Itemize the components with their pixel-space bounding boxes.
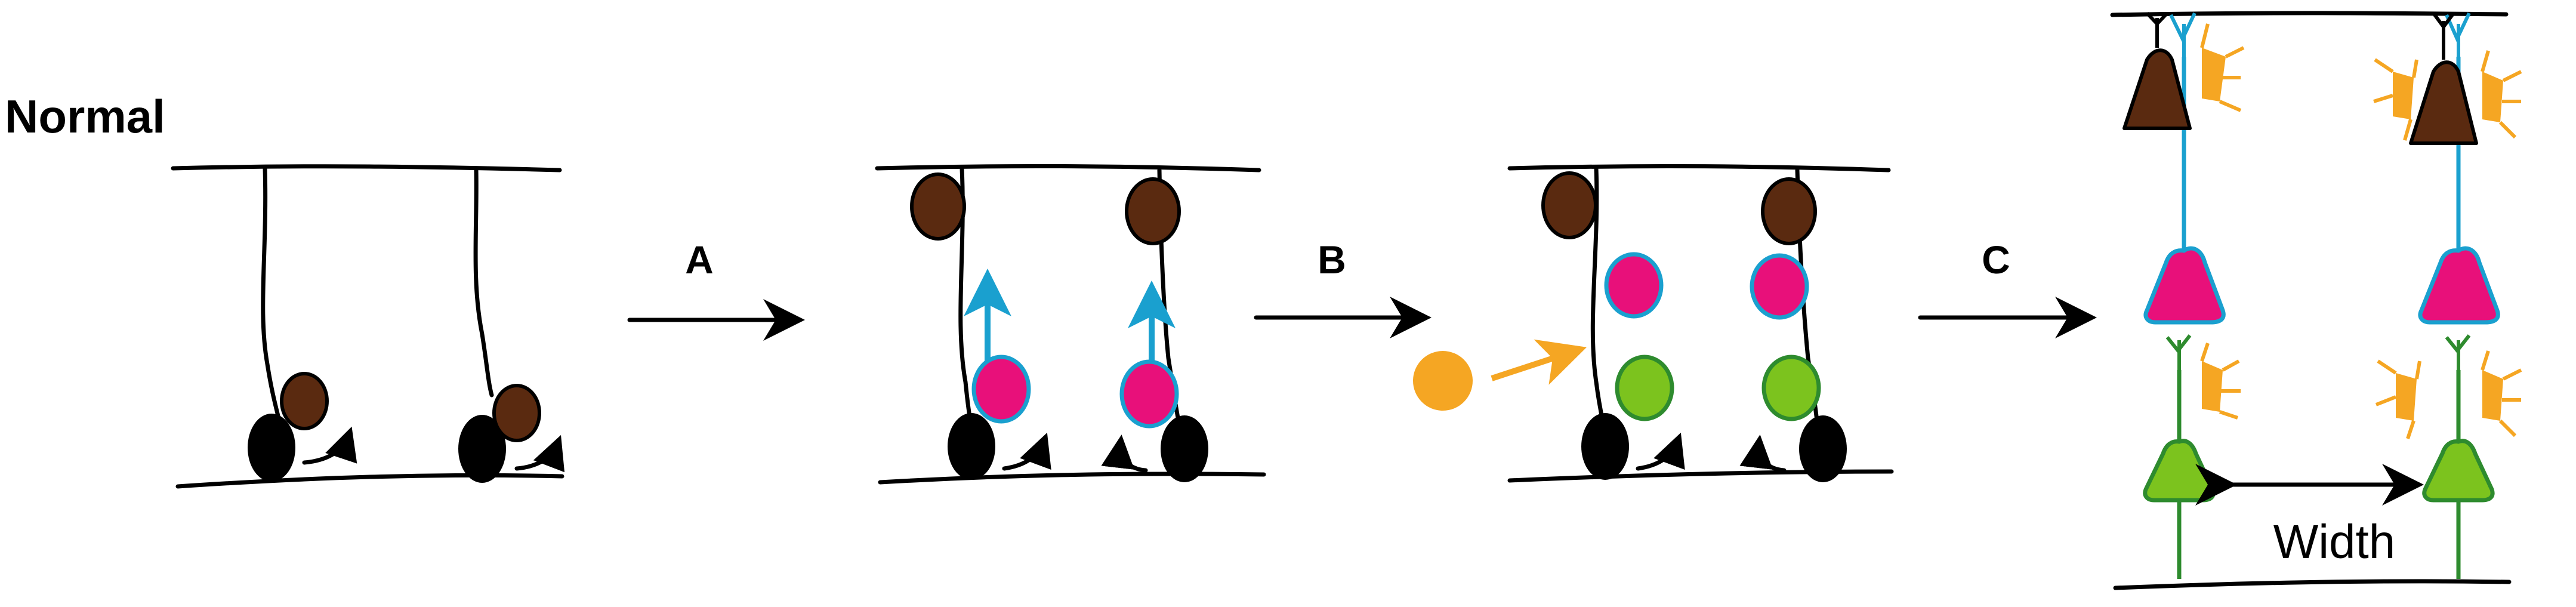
- panel-neurogenesis: [875, 164, 1266, 485]
- radial-glia-fiber: [1590, 166, 1606, 429]
- interneuron-cluster: [2373, 50, 2522, 141]
- interneuron: [2482, 370, 2503, 421]
- division-arrow-icon: [302, 426, 357, 465]
- interneuron-process: [2373, 58, 2418, 141]
- interneuron: [2202, 361, 2223, 412]
- radial-glia-cell: [948, 413, 995, 480]
- division-arrow-icon: [1002, 432, 1051, 471]
- step-label-a: A: [685, 238, 714, 282]
- step-label-b: B: [1318, 238, 1346, 282]
- interneuron: [2202, 48, 2226, 101]
- division-arrow-icon: [1739, 435, 1787, 473]
- lower-layer-neuron: [1761, 355, 1821, 421]
- division-arrow-icon: [1101, 435, 1148, 473]
- step-label-c: C: [1982, 238, 2010, 282]
- pial-surface: [171, 164, 562, 172]
- interneuron-migration-arrow-icon: [1491, 339, 1587, 385]
- transition-a: A: [627, 238, 805, 341]
- intermediate-progenitor-cell: [1125, 177, 1181, 245]
- intermediate-progenitor-cell: [1541, 171, 1597, 239]
- division-arrow-icon: [514, 435, 565, 473]
- upper-layer-neuron: [2143, 246, 2226, 325]
- width-label: Width: [2273, 515, 2396, 568]
- ventricular-surface: [175, 473, 564, 489]
- interneuron: [2393, 72, 2414, 119]
- transition-c: C: [1918, 238, 2097, 338]
- division-arrow-icon: [1636, 432, 1685, 471]
- interneuron: [2396, 373, 2417, 421]
- pyramidal-cell-brown: [2409, 60, 2478, 145]
- panel-interneuron-migration: [1413, 164, 1894, 483]
- lower-neuron-dendrite: [2165, 334, 2192, 370]
- radial-glia-cell: [1581, 413, 1629, 480]
- transition-b: B: [1254, 238, 1432, 338]
- intermediate-progenitor-cell: [280, 372, 329, 430]
- lower-layer-neuron: [1615, 355, 1674, 421]
- intermediate-progenitor-cell: [1761, 177, 1817, 245]
- interneuron-cluster: [2375, 350, 2522, 439]
- pial-surface: [2110, 11, 2509, 17]
- pial-surface: [1507, 164, 1891, 172]
- intermediate-progenitor-cell: [910, 172, 966, 241]
- lower-neuron-dendrite: [2445, 334, 2471, 370]
- radial-glia-cell: [248, 414, 295, 482]
- lower-layer-neuron: [2422, 439, 2495, 503]
- pyramidal-cell-dendrite: [2432, 12, 2455, 60]
- upper-neuron-dendrite: [2169, 12, 2196, 57]
- interneuron-process: [2200, 23, 2245, 112]
- radial-glia-fiber: [261, 166, 282, 423]
- panel-normal-initial: [171, 164, 565, 489]
- upper-layer-neuron: [1119, 359, 1179, 429]
- pyramidal-cell-dendrite: [2145, 11, 2169, 48]
- radial-glia-cell: [1161, 415, 1208, 482]
- ventricular-surface: [2113, 579, 2512, 590]
- interneuron-process: [2200, 343, 2241, 420]
- radial-glia-cell: [458, 415, 506, 483]
- interneuron-cluster: [2200, 23, 2245, 112]
- intermediate-progenitor-cell: [492, 384, 541, 442]
- upper-layer-neuron: [1750, 253, 1809, 320]
- figure-title: Normal: [5, 90, 165, 143]
- lower-layer-neuron: [2143, 439, 2216, 503]
- pial-surface: [875, 164, 1261, 172]
- interneuron-cluster: [2200, 343, 2241, 420]
- upper-layer-neuron: [971, 355, 1031, 424]
- upper-layer-neuron: [1604, 252, 1664, 319]
- interneuron: [2482, 72, 2503, 122]
- upper-layer-neuron: [2418, 246, 2500, 325]
- panel-mature-cortex: Width: [2110, 11, 2522, 590]
- radial-glia-fiber: [473, 168, 494, 398]
- interneuron-process: [2481, 50, 2522, 139]
- ventricular-surface: [878, 472, 1266, 485]
- pyramidal-cell-brown: [2122, 48, 2192, 130]
- interneuron-process: [2375, 359, 2421, 439]
- interneuron-process: [2481, 350, 2522, 437]
- radial-glia-cell: [1799, 415, 1847, 482]
- interneuron: [1413, 351, 1473, 411]
